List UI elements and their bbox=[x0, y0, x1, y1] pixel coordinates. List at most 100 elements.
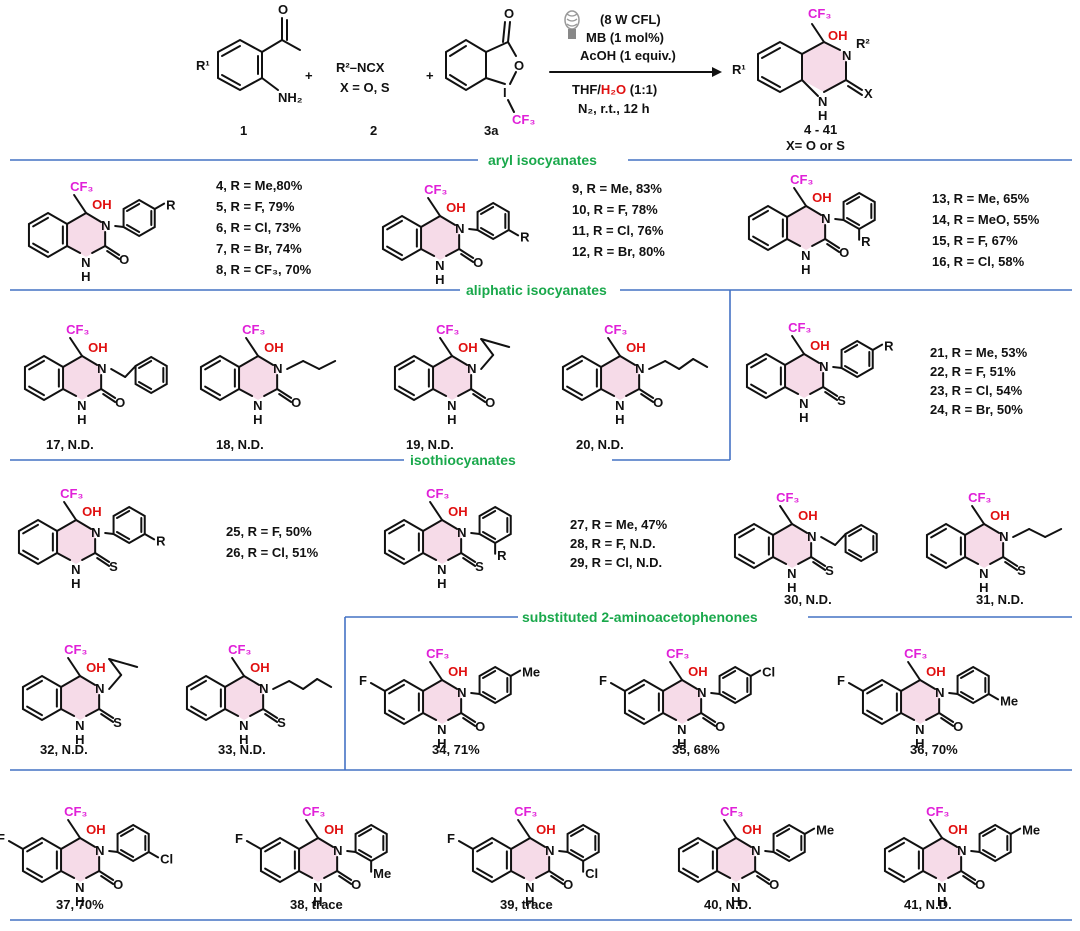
atom-label: O bbox=[653, 395, 663, 410]
atom-label: R bbox=[497, 548, 507, 563]
atom-label: N bbox=[435, 258, 444, 273]
compound-entry: 29, R = Cl, N.D. bbox=[570, 555, 662, 570]
product-h: H bbox=[818, 108, 827, 123]
atom-label: O bbox=[119, 252, 129, 267]
compound-entry: 9, R = Me, 83% bbox=[572, 181, 662, 196]
reagent-3a-label: 3a bbox=[484, 123, 499, 138]
section-rules bbox=[10, 159, 1072, 921]
compound-label-36: 36, 70% bbox=[910, 742, 958, 757]
atom-label: N bbox=[81, 255, 90, 270]
compound-entry: 10, R = F, 78% bbox=[572, 202, 658, 217]
hydroxyl-group: OH bbox=[626, 340, 646, 355]
plus-sign-1: + bbox=[305, 68, 313, 83]
thio-para-list: 21, R = Me, 53% 22, R = F, 51% 23, R = C… bbox=[930, 345, 1028, 417]
plus-sign-2: + bbox=[426, 68, 434, 83]
atom-label: F bbox=[447, 831, 455, 846]
atom-label: N bbox=[937, 880, 946, 895]
hydroxyl-group: OH bbox=[742, 822, 762, 837]
atom-label: O bbox=[485, 395, 495, 410]
reagent-3a-cf3: CF₃ bbox=[512, 112, 535, 127]
reagent-2-formula: R²–NCX bbox=[336, 60, 385, 75]
cf3-group: CF₃ bbox=[514, 804, 537, 819]
compound-label-33: 33, N.D. bbox=[218, 742, 266, 757]
reagent-1-substituent: R¹ bbox=[196, 58, 210, 73]
atom-label: N bbox=[101, 218, 110, 233]
atom-label: N bbox=[821, 211, 830, 226]
hydroxyl-group: OH bbox=[688, 664, 708, 679]
aryl-group-1-list: 4, R = Me,80% 5, R = F, 79% 6, R = Cl, 7… bbox=[216, 178, 312, 277]
aryl-group-2-list: 9, R = Me, 83% 10, R = F, 78% 11, R = Cl… bbox=[572, 181, 665, 259]
atom-label: H bbox=[435, 272, 444, 287]
reagent-2: R²–NCX X = O, S 2 bbox=[336, 60, 390, 138]
atom-label: Cl bbox=[762, 665, 775, 680]
atom-label: H bbox=[615, 412, 624, 427]
product-oh: OH bbox=[828, 28, 848, 43]
cf3-group: CF₃ bbox=[424, 182, 447, 197]
compound-entry: 23, R = Cl, 54% bbox=[930, 383, 1023, 398]
compound-entry: 7, R = Br, 74% bbox=[216, 241, 302, 256]
reagent-1-nh2: NH₂ bbox=[278, 90, 303, 105]
atom-label: N bbox=[455, 221, 464, 236]
cf3-group: CF₃ bbox=[426, 486, 449, 501]
section-title-aryl: aryl isocyanates bbox=[488, 152, 597, 168]
hydroxyl-group: OH bbox=[812, 190, 832, 205]
hydroxyl-group: OH bbox=[448, 504, 468, 519]
hydroxyl-group: OH bbox=[798, 508, 818, 523]
cf3-group: CF₃ bbox=[64, 642, 87, 657]
atom-label: N bbox=[71, 562, 80, 577]
atom-label: O bbox=[115, 395, 125, 410]
compound-entry: 24, R = Br, 50% bbox=[930, 402, 1023, 417]
atom-label: O bbox=[351, 877, 361, 892]
atom-label: O bbox=[769, 877, 779, 892]
cf3-group: CF₃ bbox=[228, 642, 251, 657]
atom-label: O bbox=[839, 245, 849, 260]
cf3-group: CF₃ bbox=[776, 490, 799, 505]
atom-label: O bbox=[715, 719, 725, 734]
compound-entry: 27, R = Me, 47% bbox=[570, 517, 668, 532]
product-r2: R² bbox=[856, 36, 870, 51]
compound-label-35: 35, 68% bbox=[672, 742, 720, 757]
cf3-group: CF₃ bbox=[64, 804, 87, 819]
compound-label-37: 37, 70% bbox=[56, 897, 104, 912]
atom-label: N bbox=[957, 843, 966, 858]
cf3-group: CF₃ bbox=[788, 320, 811, 335]
atom-label: N bbox=[731, 880, 740, 895]
atom-label: H bbox=[75, 894, 84, 909]
compound-label-34: 34, 71% bbox=[432, 742, 480, 757]
hydroxyl-group: OH bbox=[926, 664, 946, 679]
atom-label: N bbox=[91, 525, 100, 540]
atom-label: F bbox=[0, 831, 5, 846]
product-x-note: X= O or S bbox=[786, 138, 845, 153]
reagent-2-x: X = O, S bbox=[340, 80, 390, 95]
svg-text:O: O bbox=[278, 2, 288, 17]
compound-entry: 11, R = Cl, 76% bbox=[572, 223, 664, 238]
atom-label: N bbox=[819, 359, 828, 374]
atom-label: O bbox=[473, 255, 483, 270]
atom-label: Cl bbox=[160, 851, 173, 866]
atom-label: N bbox=[751, 843, 760, 858]
atom-label: H bbox=[677, 736, 686, 751]
product-x: X bbox=[864, 86, 873, 101]
hydroxyl-group: OH bbox=[86, 660, 106, 675]
atom-label: O bbox=[953, 719, 963, 734]
atom-label: N bbox=[615, 398, 624, 413]
hydroxyl-group: OH bbox=[990, 508, 1010, 523]
atom-label: S bbox=[837, 393, 846, 408]
atom-label: Me bbox=[816, 823, 834, 838]
compound-label-31: 31, N.D. bbox=[976, 592, 1024, 607]
hydroxyl-group: OH bbox=[458, 340, 478, 355]
atom-label: H bbox=[75, 732, 84, 747]
cf3-group: CF₃ bbox=[926, 804, 949, 819]
atom-label: S bbox=[277, 715, 286, 730]
